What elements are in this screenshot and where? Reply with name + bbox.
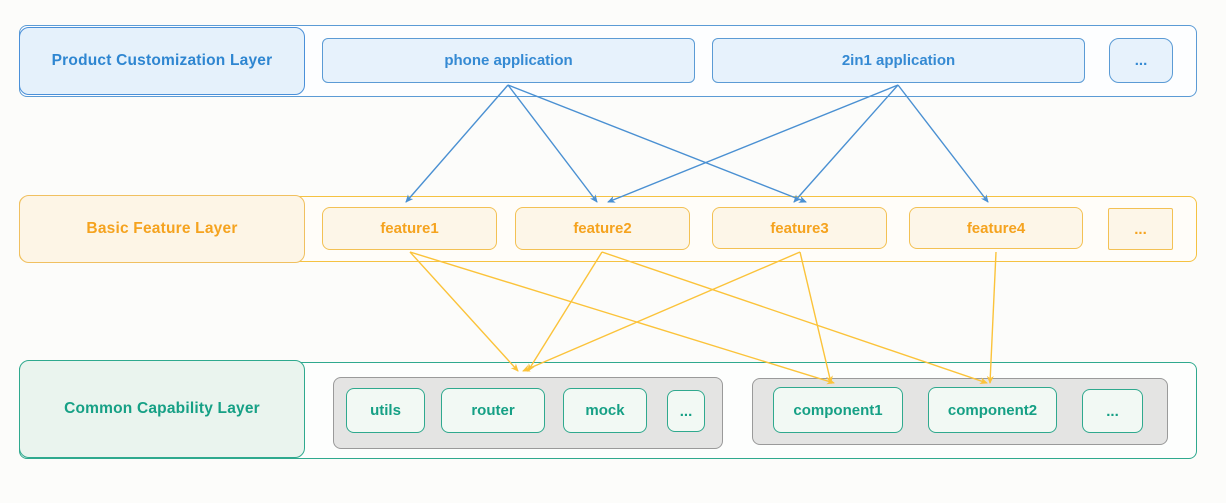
node-feature3: feature3 [712,207,887,249]
arrow-2in1-application-to-feature4 [897,84,989,203]
node-component-ellipsis: ... [1082,389,1143,433]
product-customization-layer-label: Product Customization Layer [19,27,305,95]
basic-feature-layer-label: Basic Feature Layer [19,195,305,263]
node-mock: mock [563,388,647,433]
arrow-feature3-to-base-utilities-group [522,251,801,372]
node-feature1: feature1 [322,207,497,250]
node-component1: component1 [773,387,903,433]
node-feature-ellipsis: ... [1108,208,1173,250]
arrow-feature1-to-base-utilities-group [409,251,519,372]
arrow-phone-application-to-feature3 [507,84,807,203]
node-utils: utils [346,388,425,433]
node-feature2: feature2 [515,207,690,250]
node-2in1-application: 2in1 application [712,38,1085,83]
arrow-2in1-application-to-feature3 [793,84,899,203]
node-router: router [441,388,545,433]
node-feature4: feature4 [909,207,1083,249]
arrow-phone-application-to-feature1 [405,84,509,203]
arrow-2in1-application-to-feature2 [607,84,899,203]
arrow-phone-application-to-feature2 [507,84,598,203]
arrow-feature2-to-base-utilities-group [527,251,603,372]
node-base-ellipsis: ... [667,390,705,432]
node-application-ellipsis: ... [1109,38,1173,83]
node-phone-application: phone application [322,38,695,83]
node-component2: component2 [928,387,1057,433]
common-capability-layer-label: Common Capability Layer [19,360,305,458]
